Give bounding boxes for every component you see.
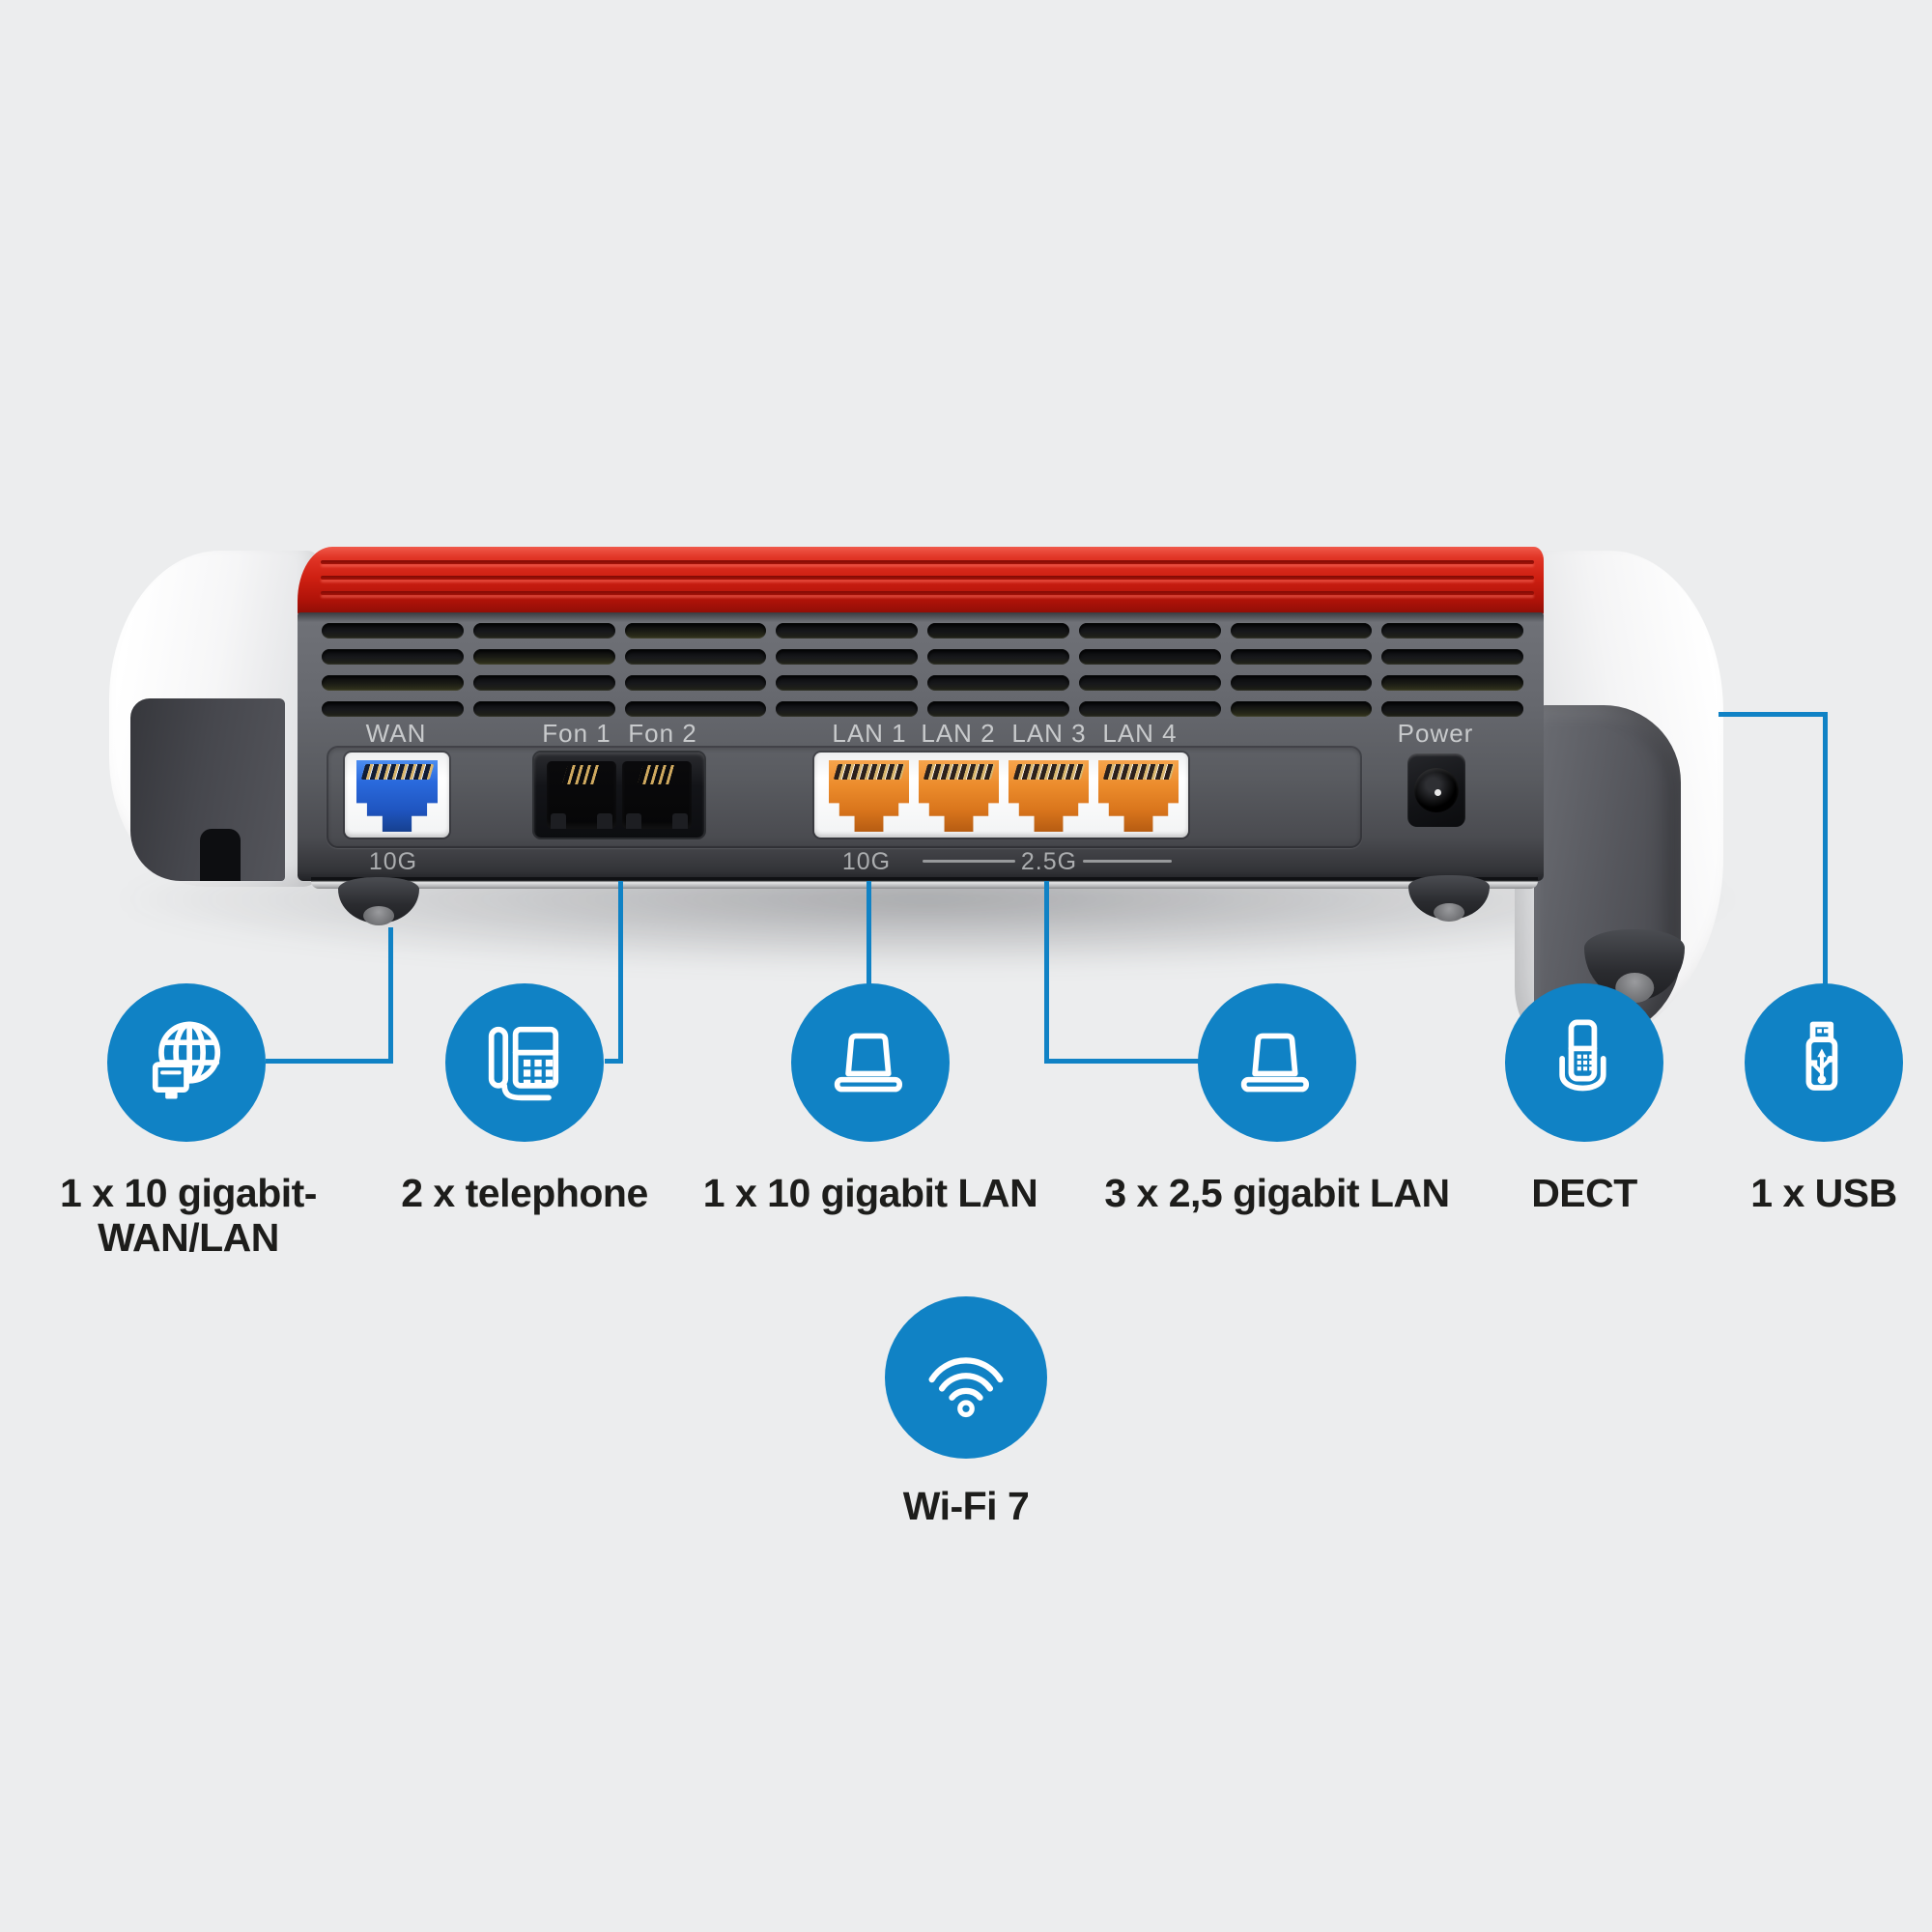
- lan-ports: [814, 753, 1188, 838]
- roof-groove: [321, 560, 1534, 564]
- lan10g-connector-line: [867, 881, 871, 989]
- telephone-icon: [488, 1026, 559, 1101]
- lan234-speed-label: 2.5G: [1020, 848, 1078, 875]
- vent-grid: [322, 623, 1523, 717]
- roof-groove: [321, 591, 1534, 595]
- lan3-rj45-jack: [1009, 760, 1089, 832]
- fon2-port-label: Fon 2: [628, 719, 697, 748]
- wan-pins: [360, 764, 434, 780]
- lan25g-connector-line: [1044, 881, 1049, 1064]
- wan-feature-label: 1 x 10 gigabit- WAN/LAN: [0, 1171, 411, 1260]
- fon-connector-line: [618, 881, 623, 1062]
- lan4-rj45-jack: [1098, 760, 1179, 832]
- dect-feature-badge: [1505, 983, 1663, 1142]
- lan2-port-label: LAN 2: [921, 719, 996, 748]
- lan2-rj45-jack: [919, 760, 999, 832]
- router-left-side-panel: [130, 698, 285, 881]
- usb-connector-line: [1823, 712, 1828, 988]
- lan1-speed-label: 10G: [841, 848, 892, 875]
- wan-connector-line: [266, 1059, 393, 1064]
- wan-port-label: WAN: [365, 719, 427, 748]
- speed-dash: [923, 860, 1015, 863]
- lan1-rj45-jack: [829, 760, 909, 832]
- speed-dash: [1083, 860, 1172, 863]
- wan-speed-label: 10G: [368, 848, 418, 875]
- router-red-top: [298, 547, 1544, 614]
- lan3-port-label: LAN 3: [1011, 719, 1087, 748]
- fon-connector-line: [605, 1059, 623, 1064]
- usb-connector-line: [1719, 712, 1828, 717]
- wan-feature-label-line1: 1 x 10 gigabit-: [60, 1171, 317, 1215]
- lan25g-connector-line: [1044, 1059, 1200, 1064]
- lan-25g-feature-badge: [1198, 983, 1356, 1142]
- usb-feature-badge: [1745, 983, 1903, 1142]
- laptop-icon: [1240, 1033, 1310, 1093]
- wan-feature-label-line2: WAN/LAN: [98, 1215, 279, 1260]
- wan-port: [345, 753, 449, 838]
- lan-10g-feature-badge: [791, 983, 950, 1142]
- fon1-jack: [547, 761, 616, 829]
- power-jack: [1407, 753, 1465, 827]
- telephone-feature-badge: [445, 983, 604, 1142]
- wan-rj45-jack: [356, 760, 438, 832]
- usb-stick-icon: [1805, 1021, 1838, 1091]
- power-label: Power: [1397, 719, 1474, 748]
- wifi-feature-badge: [885, 1296, 1047, 1459]
- wifi-icon: [928, 1357, 1004, 1418]
- wifi-feature-label: Wi-Fi 7: [902, 1484, 1030, 1528]
- fon2-jack: [622, 761, 692, 829]
- usb-feature-label: 1 x USB: [1750, 1171, 1897, 1215]
- telephone-feature-label: 2 x telephone: [401, 1171, 648, 1215]
- lan1-port-label: LAN 1: [832, 719, 907, 748]
- lan-10g-feature-label: 1 x 10 gigabit LAN: [702, 1171, 1038, 1215]
- globe-network-icon: [152, 1021, 221, 1099]
- dect-feature-label: DECT: [1531, 1171, 1637, 1215]
- fon1-port-label: Fon 1: [542, 719, 611, 748]
- roof-groove: [321, 576, 1534, 580]
- wan-feature-badge: [107, 983, 266, 1142]
- dect-handset-icon: [1559, 1019, 1606, 1092]
- lan-25g-feature-label: 3 x 2,5 gigabit LAN: [1104, 1171, 1450, 1215]
- router-bottom-edge: [311, 877, 1538, 889]
- laptop-icon: [834, 1033, 903, 1093]
- fon-ports: [534, 753, 704, 838]
- power-hole: [1414, 768, 1459, 812]
- port-recess: [327, 746, 1362, 848]
- wan-connector-line: [388, 927, 393, 1063]
- lan4-port-label: LAN 4: [1102, 719, 1178, 748]
